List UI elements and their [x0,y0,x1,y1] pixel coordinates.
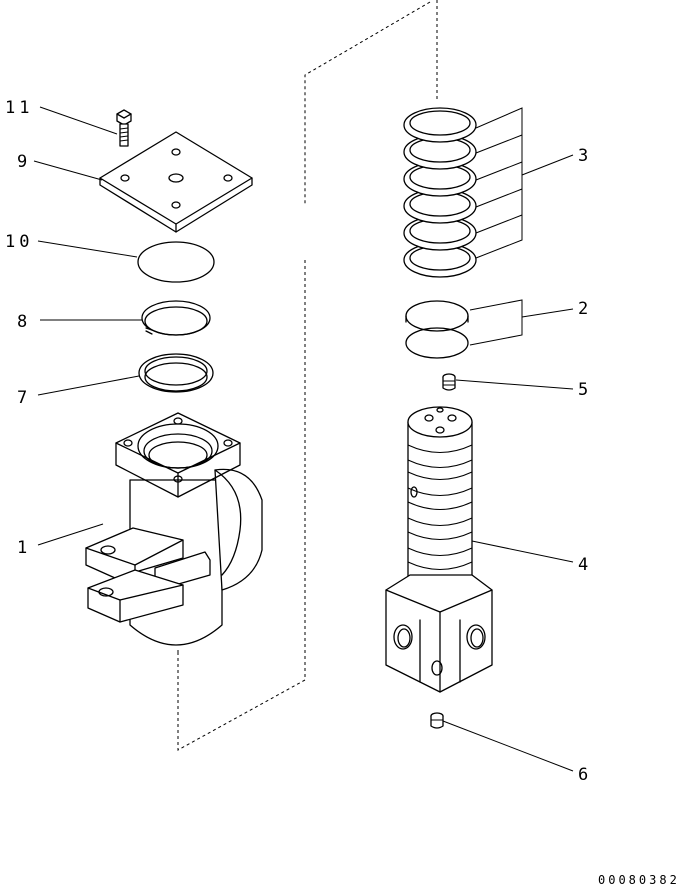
callout-2: 2 [578,299,592,319]
part-11-bolt [116,109,132,147]
part-4-rotor [385,406,493,693]
part-10-disc [137,241,215,283]
part-8-snap-ring [141,300,211,336]
leader-lines [33,106,574,772]
part-6-plug [430,712,444,729]
callout-labels: 11 9 10 8 7 1 3 2 5 4 6 [5,98,592,785]
callout-4: 4 [578,555,592,575]
callout-6: 6 [578,765,592,785]
part-1-housing [85,412,263,655]
callout-5: 5 [578,380,592,400]
drawing-code: 00080382 [598,873,678,887]
part-3-seal-rings [403,107,574,278]
part-2-rings [405,299,574,359]
part-5-plug [442,373,456,391]
callout-3: 3 [578,146,592,166]
callout-9: 9 [17,152,31,172]
part-7-o-ring [138,353,214,393]
callout-7: 7 [17,388,31,408]
callout-11: 11 [5,98,33,118]
callout-10: 10 [5,232,33,252]
callout-8: 8 [17,312,31,332]
part-9-cover-plate [99,131,253,233]
callout-1: 1 [17,538,31,558]
assembly-guide-lines [177,0,438,751]
